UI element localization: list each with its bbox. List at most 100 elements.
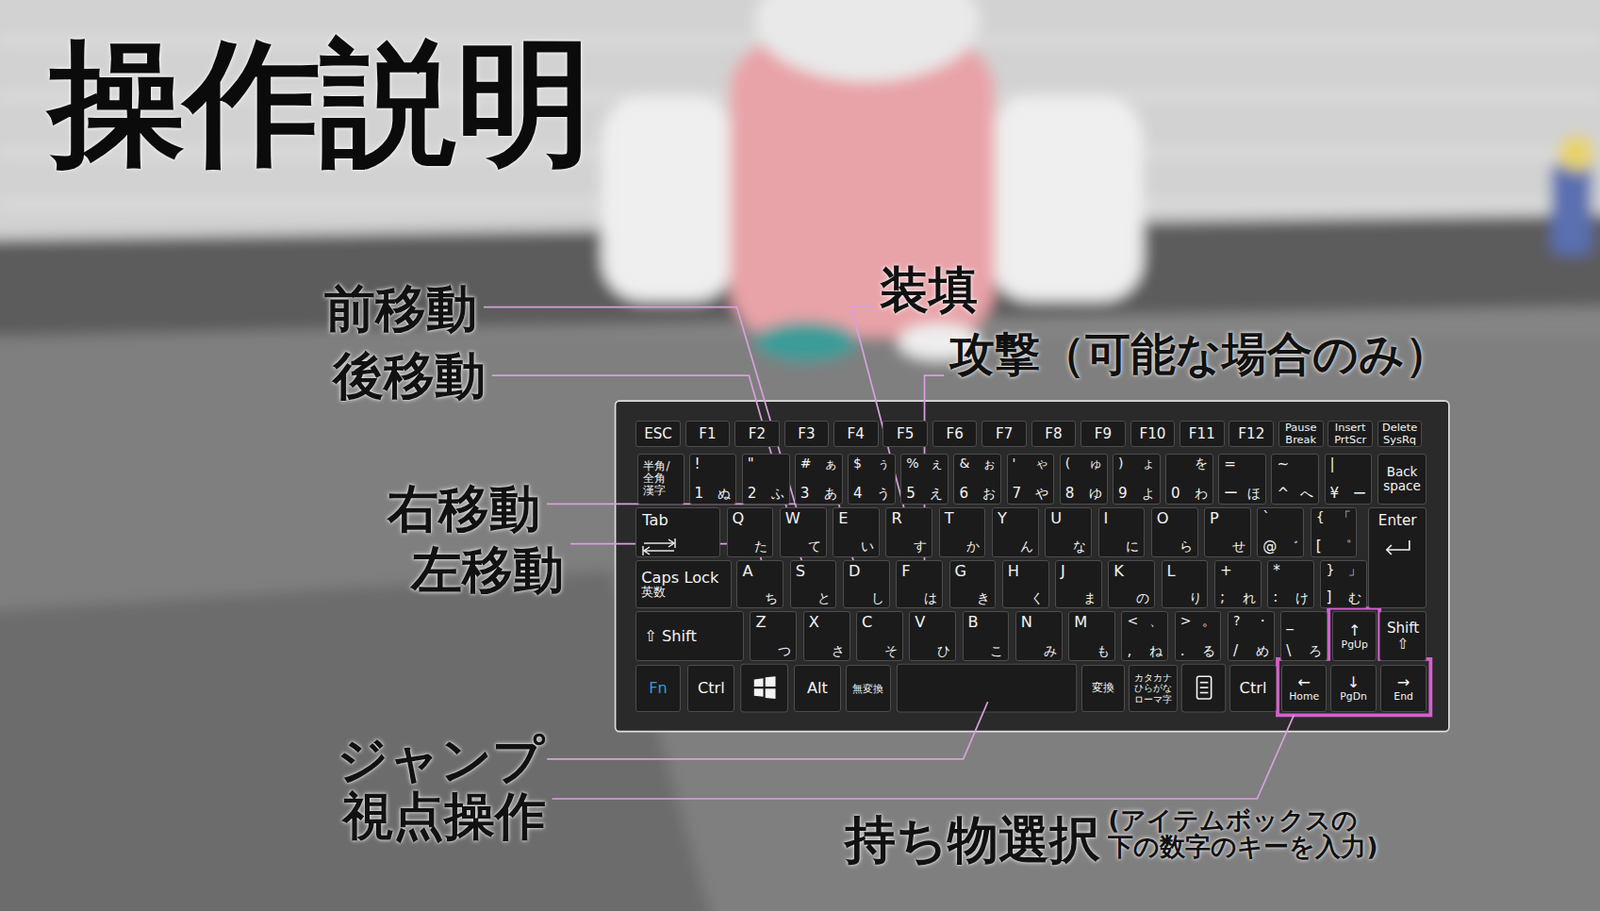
keyboard-key: を0わ [1165, 453, 1214, 505]
keyboard-key: Jま [1055, 560, 1103, 609]
keyboard-key: Pせ [1204, 507, 1252, 558]
keyboard-key: ~^へ [1270, 453, 1320, 505]
key-legend: \ [1286, 643, 1291, 660]
keyboard-key: Sと [790, 560, 838, 609]
key-legend: N [1021, 613, 1033, 631]
key-legend: い [860, 539, 875, 554]
key-legend: Break [1285, 433, 1317, 446]
key-legend: F10 [1138, 426, 1166, 443]
callout-label: 攻撃（可能な場合のみ） [949, 329, 1451, 380]
key-legend: ち [764, 591, 778, 606]
keyboard-key: Tか [939, 507, 987, 558]
keyboard-key: Qた [726, 507, 775, 558]
key-legend: F5 [896, 426, 914, 443]
key-legend: め [1255, 643, 1270, 659]
key-legend: F7 [995, 426, 1013, 443]
key-legend: わ [1194, 486, 1208, 501]
key-legend: H [1007, 562, 1020, 580]
key-legend: 6 [958, 485, 969, 502]
key-legend: ` [1262, 510, 1271, 527]
key-legend: R [890, 510, 902, 528]
key-legend: F3 [797, 426, 815, 443]
keyboard-key: Ctrl [687, 664, 735, 713]
keyboard-key: F12 [1228, 420, 1274, 447]
key-legend: > [1180, 613, 1192, 628]
key-legend: ゜ [1337, 539, 1352, 554]
key-legend: ! [694, 456, 701, 473]
key-legend: F9 [1094, 426, 1112, 443]
key-legend: 、 [1149, 613, 1163, 628]
key-legend: PgUp [1341, 639, 1369, 651]
callout-label: (アイテムボックスの 下の数字のキーを入力) [1107, 807, 1415, 861]
key-legend: → [1397, 674, 1411, 692]
keyboard-key: Kの [1107, 560, 1155, 609]
key-legend: " [747, 456, 755, 473]
keyboard-key: F10 [1130, 420, 1176, 447]
key-legend: S [795, 562, 806, 580]
key-legend: ⇧ [1397, 636, 1410, 653]
callout-label: 装填 [879, 263, 978, 317]
key-legend: ひ [937, 643, 951, 659]
keyboard-key: Mも [1068, 610, 1116, 661]
keyboard-key: Hく [1002, 560, 1050, 609]
keyboard-key: &ぉ6お [953, 453, 1002, 505]
keyboard-key: Eい [832, 507, 880, 558]
keyboard-key: Lり [1161, 560, 1209, 609]
key-legend: F [901, 562, 910, 580]
key-legend: ・ [1255, 613, 1270, 628]
key-legend: ⇧ Shift [643, 627, 697, 645]
keyboard-key: Vひ [908, 610, 957, 661]
key-legend: ん [1020, 539, 1034, 554]
keyboard-key: Bこ [962, 610, 1010, 661]
key-legend: $ [853, 456, 862, 471]
key-legend: を [1194, 456, 1208, 471]
keyboard-key: Nみ [1015, 610, 1063, 661]
key-legend: 2 [747, 485, 758, 502]
leader-lines [483, 306, 1294, 799]
key-legend: 「 [1337, 510, 1352, 525]
key-legend: よ [1141, 486, 1155, 501]
keyboard-key: ESC [635, 420, 681, 447]
keyboard-key: 'ゃ7や [1006, 453, 1056, 505]
key-legend: そ [884, 643, 898, 659]
page-title: 操作説明 [49, 28, 593, 178]
key-legend: カタカナ [1134, 672, 1172, 683]
key-legend: F4 [847, 426, 865, 443]
key-legend: SysRq [1383, 433, 1417, 446]
keyboard-key: F1 [685, 420, 731, 447]
key-legend: B [968, 613, 979, 631]
key-legend: 」 [1348, 562, 1362, 578]
keyboard-key: Tab [635, 507, 721, 558]
key-legend: ↓ [1347, 674, 1361, 692]
keyboard-key: F3 [784, 420, 830, 447]
key-legend: つ [777, 643, 792, 659]
key-legend: F8 [1044, 426, 1062, 443]
keyboard-key: *:け [1267, 560, 1315, 609]
keyboard-key: F4 [833, 420, 879, 447]
key-legend: り [1188, 591, 1203, 606]
leader-line [546, 701, 989, 759]
keyboard-key: =ーほ [1218, 453, 1267, 505]
key-legend: F2 [748, 426, 766, 443]
key-legend: ] [1325, 589, 1332, 606]
key-legend: Ctrl [697, 679, 726, 697]
key-legend: 。 [1202, 613, 1216, 628]
keyboard-key: |¥ー [1324, 453, 1373, 505]
keyboard-key: (ゅ8ゆ [1059, 453, 1108, 505]
key-legend: し [871, 591, 885, 606]
keyboard-key: Ctrl [1229, 664, 1277, 713]
key-legend: ¥ [1330, 485, 1340, 502]
keyboard-key: Rす [885, 507, 933, 558]
key-legend: Q [732, 510, 745, 528]
key-legend: と [817, 591, 831, 606]
keyboard-key: F5 [882, 420, 928, 447]
key-legend: ま [1083, 591, 1097, 606]
key-legend: Ctrl [1239, 679, 1268, 697]
key-legend: C [861, 613, 873, 631]
key-legend: な [1072, 539, 1087, 554]
key-legend: } [1325, 562, 1335, 578]
key-legend: こ [989, 643, 1004, 659]
key-legend: 8 [1065, 485, 1075, 502]
key-legend: 0 [1171, 485, 1181, 502]
key-legend: ら [1179, 539, 1193, 554]
